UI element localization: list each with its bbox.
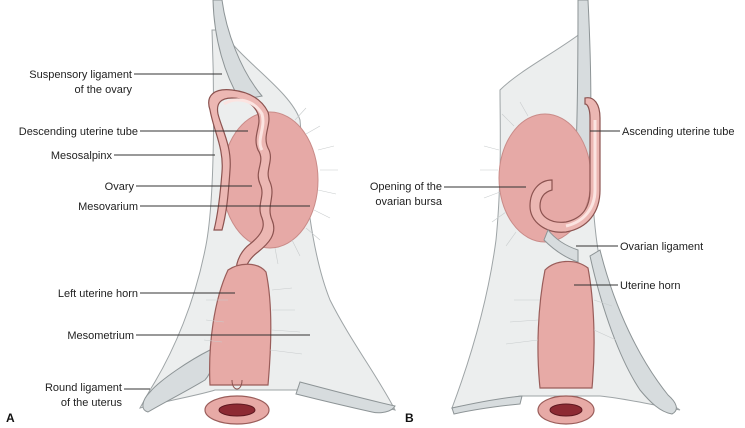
mesometrium-striations: [203, 287, 303, 355]
round-ligament: [142, 349, 213, 413]
broad-ligament-striations-b: [505, 299, 617, 345]
rim-ligament-bottom-b: [451, 395, 523, 415]
horn-lumen-b: [549, 403, 583, 417]
label-ovarian-ligament: Ovarian ligament: [620, 241, 703, 253]
left-uterine-horn: [209, 263, 272, 386]
label-left-uterine-horn: Left uterine horn: [58, 288, 138, 300]
rim-ligament-b: [589, 249, 677, 415]
uterine-horn-b: [537, 260, 595, 389]
label-ascending-uterine-tube: Ascending uterine tube: [622, 126, 735, 138]
label-suspensory-ligament-2: of the ovary: [75, 84, 133, 96]
label-round-ligament-2: of the uterus: [61, 397, 123, 409]
ascending-uterine-tube: [529, 97, 601, 233]
label-mesovarium: Mesovarium: [78, 201, 138, 213]
tube-highlight-b: [565, 120, 597, 228]
horn-lumen-a: [218, 403, 256, 417]
label-opening-ovarian-bursa-2: ovarian bursa: [375, 196, 443, 208]
panel-letter-a: A: [6, 411, 15, 425]
suspensory-ligament: [212, 0, 263, 101]
descending-uterine-tube: [208, 89, 275, 273]
label-uterine-horn: Uterine horn: [620, 280, 681, 292]
label-suspensory-ligament-1: Suspensory ligament: [29, 69, 132, 81]
label-mesosalpinx: Mesosalpinx: [51, 150, 113, 162]
label-ovary: Ovary: [105, 181, 135, 193]
horn-notch-a: [231, 379, 243, 390]
tube-highlight-a: [223, 98, 265, 151]
label-round-ligament-1: Round ligament: [45, 382, 122, 394]
ovary-fringe-a: [274, 107, 338, 265]
panel-b: Ascending uterine tube Opening of the ov…: [370, 0, 735, 425]
ovary-fringe-b: [480, 101, 529, 247]
panel-a: Suspensory ligament of the ovary Descend…: [6, 0, 396, 425]
label-opening-ovarian-bursa-1: Opening of the: [370, 181, 442, 193]
round-ligament-right: [295, 381, 396, 414]
panel-letter-b: B: [405, 411, 414, 425]
label-mesometrium: Mesometrium: [67, 330, 134, 342]
label-descending-uterine-tube: Descending uterine tube: [19, 126, 138, 138]
ovarian-ligament-b: [543, 229, 579, 263]
